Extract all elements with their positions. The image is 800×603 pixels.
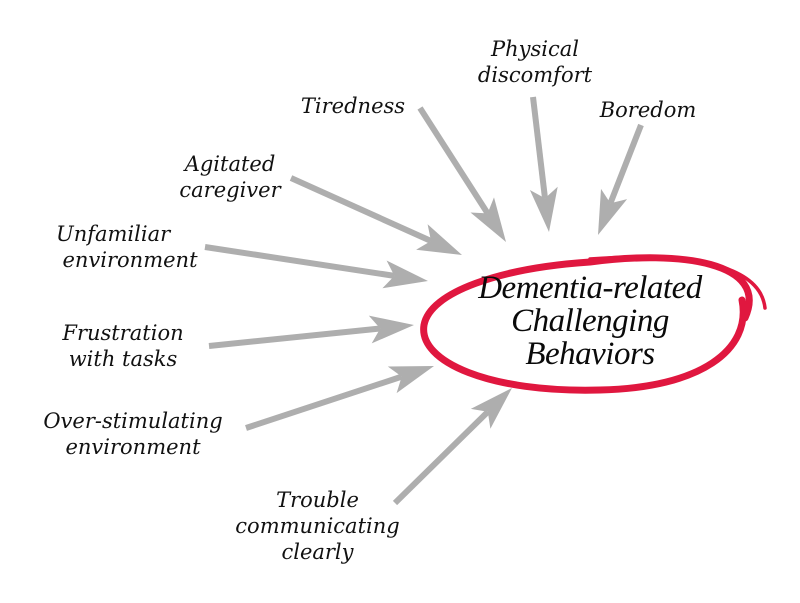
arrow-head [368, 315, 414, 344]
cause-label-frustration-with-tasks: Frustration with tasks [48, 320, 198, 372]
cause-label-trouble-communicating: Trouble communicating clearly [225, 487, 410, 565]
arrow-head [529, 186, 558, 232]
cause-label-physical-discomfort: Physical discomfort [460, 36, 610, 88]
cause-label-line: Frustration [62, 321, 184, 345]
arrow-head [387, 366, 434, 394]
arrow-boredom [598, 123, 644, 235]
cause-label-line: discomfort [477, 63, 593, 87]
arrow-frustration-with-tasks [208, 315, 414, 349]
arrow-head [416, 224, 462, 255]
center-ring-overshoot [588, 255, 767, 310]
arrow-head [382, 260, 428, 289]
cause-label-line: environment [65, 435, 201, 459]
arrow-head [470, 197, 506, 242]
arrow-head [470, 388, 512, 429]
center-title: Dementia-related Challenging Behaviors [430, 272, 750, 371]
cause-label-line: Tiredness [300, 94, 406, 118]
arrow-shaft [530, 96, 548, 199]
arrow-shaft [392, 409, 490, 506]
arrow-shaft [208, 325, 381, 349]
arrow-trouble-communicating [392, 388, 512, 506]
cause-label-line: Boredom [599, 98, 697, 122]
cause-label-line: Physical [490, 37, 579, 61]
cause-label-line: Unfamiliar [56, 222, 171, 246]
arrow-shaft [245, 373, 403, 431]
cause-label-line: with tasks [68, 347, 178, 371]
cause-label-line: caregiver [179, 178, 281, 202]
arrow-head [598, 188, 628, 235]
cause-label-line: Agitated [184, 152, 276, 176]
cause-label-tiredness: Tiredness [288, 93, 418, 119]
arrow-shaft [607, 123, 644, 205]
cause-label-line: clearly [281, 540, 354, 564]
cause-label-line: communicating [235, 514, 400, 538]
center-title-line: Challenging [511, 303, 669, 339]
cause-label-line: Trouble [276, 488, 359, 512]
cause-label-boredom: Boredom [588, 97, 708, 123]
arrows-group [204, 96, 644, 506]
arrow-unfamiliar-environment [204, 244, 428, 289]
cause-label-line: Over-stimulating [43, 409, 223, 433]
center-title-line: Dementia-related [478, 270, 702, 306]
arrow-shaft [289, 175, 433, 244]
arrow-over-stimulating-environment [245, 366, 434, 431]
cause-label-unfamiliar-environment: Unfamiliar environment [50, 221, 210, 273]
arrow-tiredness [417, 106, 506, 242]
arrow-shaft [417, 106, 491, 216]
cause-label-over-stimulating-environment: Over-stimulating environment [28, 408, 238, 460]
cause-label-agitated-caregiver: Agitated caregiver [165, 151, 295, 203]
arrow-agitated-caregiver [289, 175, 462, 255]
arrow-shaft [204, 244, 395, 279]
arrow-physical-discomfort [529, 96, 558, 232]
center-ring [420, 254, 767, 394]
center-title-line: Behaviors [525, 336, 655, 372]
cause-label-line: environment [62, 248, 198, 272]
